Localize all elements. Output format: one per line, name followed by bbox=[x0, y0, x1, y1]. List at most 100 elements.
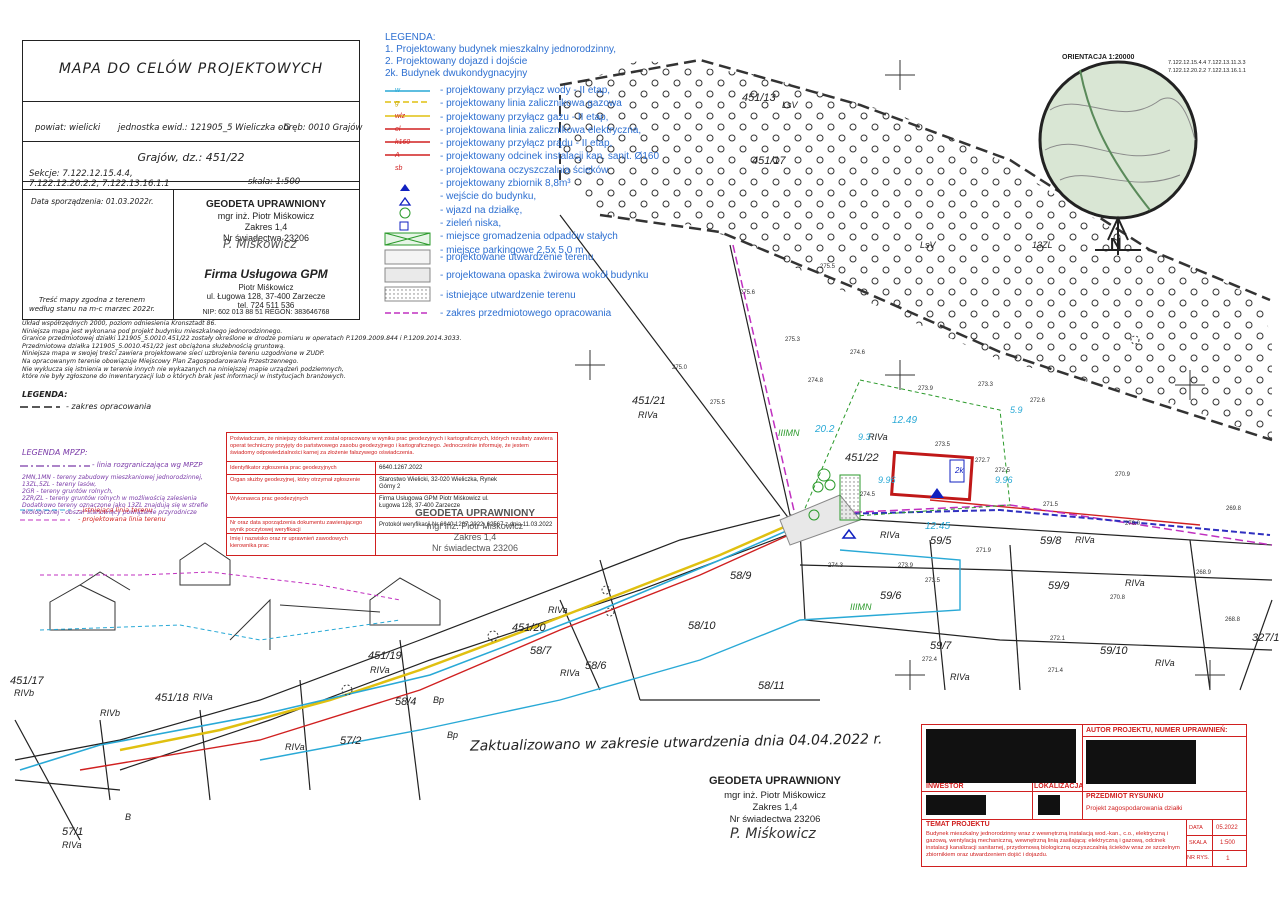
legend-code: el bbox=[395, 126, 401, 133]
topic-label: TEMAT PROJEKTU bbox=[926, 821, 990, 828]
elevation: 270.0 bbox=[1125, 521, 1141, 527]
subject-value: Projekt zagospodarowania działki bbox=[1086, 805, 1183, 812]
elevation: 274.5 bbox=[860, 492, 876, 498]
landuse-label: LsV bbox=[920, 240, 936, 250]
dimension-label: 12.45 bbox=[925, 521, 951, 532]
parcel-label: 451/17 bbox=[752, 155, 786, 167]
cert-row-label: Organ służby geodezyjnej, który otrzymał… bbox=[230, 477, 361, 483]
elevation: 268.9 bbox=[1196, 570, 1212, 576]
legend-row: - wjazd na działkę, bbox=[440, 204, 523, 216]
redacted-block bbox=[1038, 795, 1060, 815]
elevation: 271.5 bbox=[1043, 502, 1059, 508]
elevation: 272.7 bbox=[975, 458, 991, 464]
parcel-label: 59/10 bbox=[1100, 645, 1128, 657]
greenery-icons bbox=[808, 468, 836, 521]
landuse-label: Bp bbox=[447, 730, 459, 740]
legend-row: - istniejące utwardzenie terenu bbox=[440, 290, 576, 301]
legend-row: - projektowana linia zalicznikowa elektr… bbox=[440, 124, 642, 136]
subject-label: PRZEDMIOT RYSUNKU bbox=[1086, 793, 1164, 800]
certificate-box: Poświadczam, że niniejszy dokument zosta… bbox=[226, 432, 558, 556]
landuse-label: RIVa bbox=[370, 665, 390, 675]
note-line: Granice przedmiotowej działki 121905_5.0… bbox=[22, 335, 462, 343]
elevation: 275.3 bbox=[785, 337, 801, 343]
electric-line bbox=[79, 529, 801, 771]
building-annex bbox=[949, 459, 965, 483]
legend-rows: - projektowany przyłącz wody - II etap, … bbox=[440, 84, 659, 257]
mpzp-heading: LEGENDA MPZP: bbox=[22, 448, 88, 457]
legend-row: - zakres przedmiotowego opracowania bbox=[440, 308, 612, 319]
parcel-label: 58/6 bbox=[585, 660, 607, 672]
project-table: AUTOR PROJEKTU, NUMER UPRAWNIEŃ: INWESTO… bbox=[921, 724, 1247, 867]
parcel-label: 59/5 bbox=[930, 535, 952, 547]
orientation-map bbox=[1038, 60, 1198, 255]
elevation: 268.8 bbox=[1225, 617, 1241, 623]
certificate-text: Poświadczam, że niniejszy dokument zosta… bbox=[230, 436, 553, 456]
elevation: 275.5 bbox=[820, 264, 836, 270]
elevation: 275.5 bbox=[710, 400, 726, 406]
mpzp-item: Dodatkowo tereny oznaczone jako 13ZL zna… bbox=[22, 502, 209, 509]
obreb-label: obręb: 0010 Grajów bbox=[278, 123, 363, 133]
elevation: 274.6 bbox=[850, 350, 866, 356]
cert-stamp-title: GEODETA UPRAWNIONY bbox=[414, 508, 535, 519]
parcel-label: 58/4 bbox=[395, 696, 417, 708]
mpzp-items: 2MN,1MN - tereny zabudowy mieszkaniowej … bbox=[22, 474, 222, 516]
elevation: 273.5 bbox=[935, 442, 951, 448]
legend-row: - projektowany przyłącz wody - II etap, bbox=[440, 85, 611, 96]
legend-heading: LEGENDA: bbox=[385, 32, 436, 43]
note-line: Niniejsza mapa w swojej treści zawiera p… bbox=[22, 350, 325, 358]
map-title: MAPA DO CELÓW PROJEKTOWYCH bbox=[58, 61, 324, 77]
author-label: AUTOR PROJEKTU, NUMER UPRAWNIEŃ: bbox=[1086, 727, 1228, 734]
legend-row: - projektowany odcinek instalacji kan. s… bbox=[440, 151, 660, 163]
legend-code: wlz bbox=[395, 113, 406, 120]
elevation: 271.4 bbox=[1048, 668, 1064, 674]
landuse-label: RIVa bbox=[1125, 578, 1145, 588]
scale-table-label: SKALA bbox=[1189, 840, 1207, 846]
note-line: Nie wyklucza się istnienia w terenie inn… bbox=[22, 365, 344, 373]
road-line bbox=[799, 508, 1271, 536]
cert-stamp-nr: Nr świadectwa 23206 bbox=[431, 543, 519, 553]
scale-table-value: 1:500 bbox=[1220, 840, 1236, 846]
legend-row: - projektowana oczyszczalnia ścieków bbox=[440, 164, 609, 176]
company-address: ul. Ługowa 128, 37-400 Zarzecze bbox=[206, 292, 326, 301]
sekcje-label: Sekcje: 7.122.12.15.4.4, 7.122.12.20.2.2… bbox=[29, 169, 170, 189]
signature: P. Miśkowicz bbox=[223, 237, 297, 251]
landuse-label: RIVa bbox=[868, 432, 888, 442]
landuse-label: RIVb bbox=[100, 708, 121, 718]
parcel-label: 59/8 bbox=[1040, 535, 1062, 547]
legend-codes: w g wlz el k160 A sb bbox=[395, 84, 410, 175]
sheet-label: NR RYS. bbox=[1187, 855, 1210, 861]
small-legend-heading: LEGENDA: bbox=[22, 390, 68, 399]
entrance-icon bbox=[930, 488, 944, 498]
bottom-stamp-scope: Zakres 1,4 bbox=[752, 802, 798, 813]
landuse-label: RIVa bbox=[950, 672, 970, 682]
legend-code: k160 bbox=[395, 139, 411, 146]
elevation: 274.8 bbox=[808, 378, 824, 384]
north-label: N bbox=[1110, 236, 1122, 253]
legend-row: - projektowany przyłącz prądu - II etap, bbox=[440, 138, 613, 150]
elevation: 272.4 bbox=[922, 657, 938, 663]
survey-circles bbox=[341, 335, 1140, 696]
survey-notes: Układ współrzędnych 2000, poziom odniesi… bbox=[22, 320, 482, 381]
planned-building bbox=[890, 450, 974, 502]
bottom-stamp-nr: Nr świadectwa 23206 bbox=[729, 814, 821, 825]
cert-row-value: Firma Usługowa GPM Piotr Miśkowicz ul. Ł… bbox=[379, 496, 489, 509]
elevation: 273.5 bbox=[925, 578, 941, 584]
driveway-icon bbox=[841, 528, 857, 539]
legend-row: - projektowana opaska żwirowa wokół budy… bbox=[440, 270, 649, 281]
parcel-label: 451/17 bbox=[10, 675, 44, 687]
elevation: 269.8 bbox=[1226, 506, 1242, 512]
note-line: Układ współrzędnych 2000, poziom odniesi… bbox=[22, 320, 217, 327]
terrain-sections bbox=[39, 542, 441, 650]
cert-row-value: Protokół weryfikacji Nr 6640.1267.2022_6… bbox=[379, 522, 553, 528]
parcel-label: 58/10 bbox=[688, 620, 716, 632]
investor-label: INWESTOR bbox=[926, 783, 964, 790]
landuse-label: RIVa bbox=[560, 668, 580, 678]
powiat-label: powiat: wielicki bbox=[35, 123, 101, 133]
forest-boundary-south bbox=[599, 213, 1273, 442]
scale-label: skala: 1:500 bbox=[248, 177, 301, 187]
cert-stamp-name: mgr inż. Piotr Miśkowicz bbox=[426, 521, 524, 531]
parcel-label: 451/20 bbox=[512, 622, 546, 634]
bottom-signature: P. Miśkowicz bbox=[730, 826, 816, 842]
elevation: 274.3 bbox=[828, 563, 844, 569]
parcel-label: 58/11 bbox=[758, 680, 785, 692]
